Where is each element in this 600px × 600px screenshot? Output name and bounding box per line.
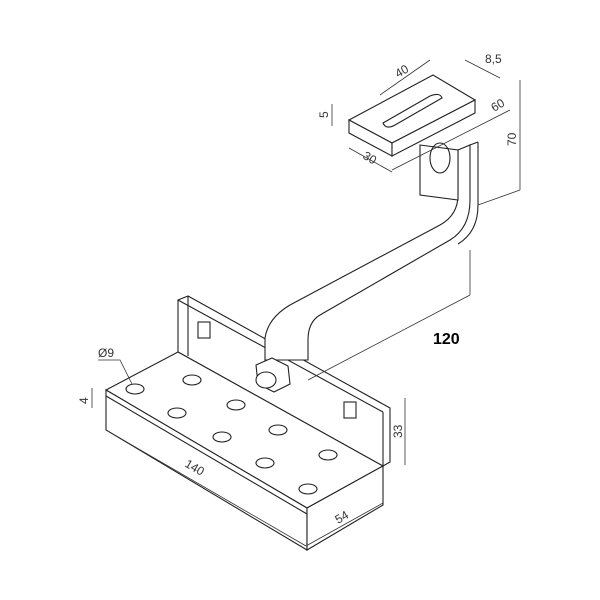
dim-slot-length: 40 bbox=[393, 62, 412, 81]
bracket-arm bbox=[264, 141, 479, 361]
square-slot-left bbox=[197, 321, 211, 339]
dim-tab-width: 60 bbox=[489, 96, 508, 115]
square-slot-right bbox=[343, 401, 357, 419]
dim-hole-diameter: Ø9 bbox=[98, 346, 114, 360]
hex-nut bbox=[255, 357, 291, 393]
dim-flange-height: 33 bbox=[391, 424, 405, 438]
dim-slot-width: 8,5 bbox=[485, 52, 502, 66]
dimension-lines bbox=[91, 59, 521, 547]
dim-tab-depth: 30 bbox=[361, 148, 380, 167]
base-plate bbox=[104, 351, 385, 551]
dim-base-width: 54 bbox=[333, 508, 352, 527]
dim-base-thickness: 4 bbox=[77, 397, 91, 404]
slot bbox=[382, 93, 443, 128]
dim-upright-height: 70 bbox=[505, 132, 519, 146]
upright-hole bbox=[429, 142, 451, 174]
top-tab bbox=[347, 74, 477, 157]
mounting-holes bbox=[125, 374, 338, 495]
dim-total-height: 120 bbox=[433, 331, 460, 348]
dim-tab-thickness: 5 bbox=[317, 111, 331, 118]
